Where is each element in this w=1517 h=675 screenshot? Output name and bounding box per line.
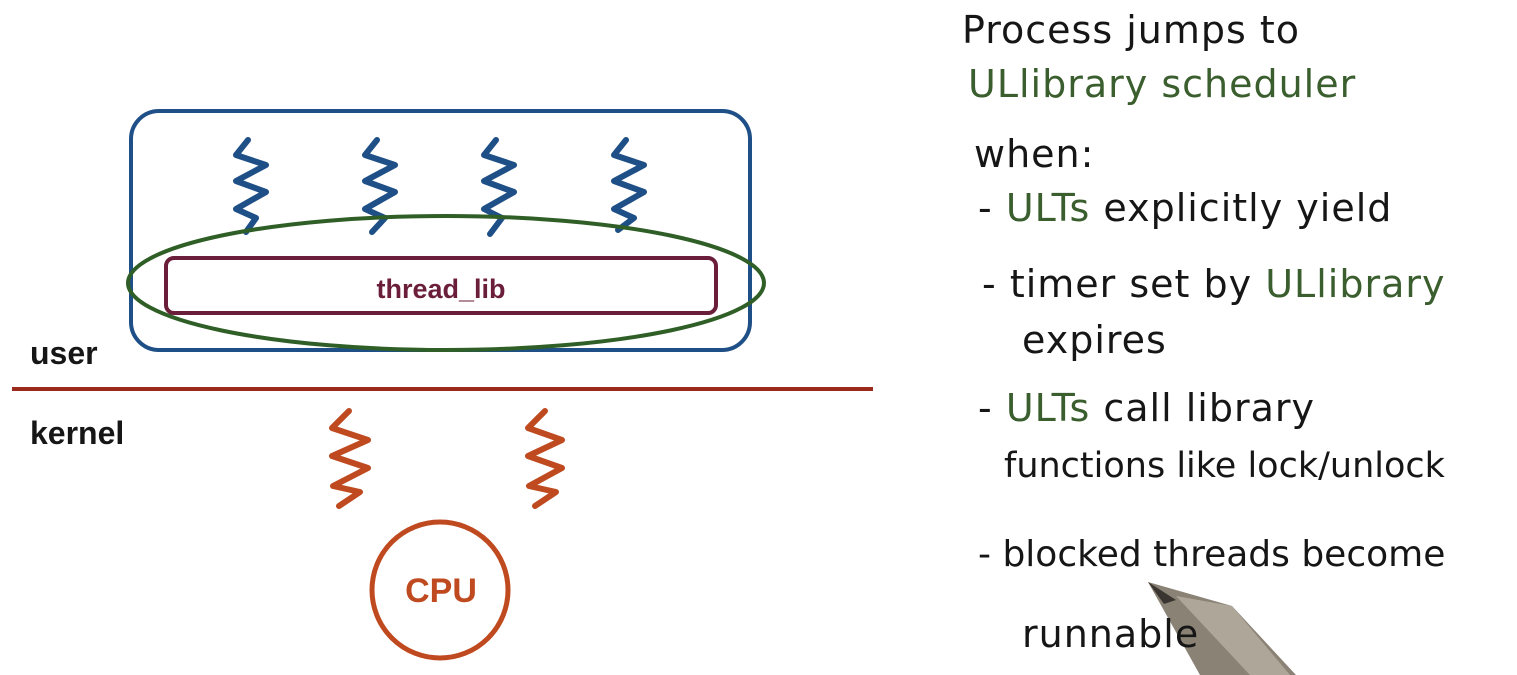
notes-item-4-pre: blocked threads become (1002, 534, 1446, 575)
kernel-thread-2 (525, 408, 565, 509)
cpu-label: CPU (405, 572, 477, 610)
notes-item-1: - ULTs explicitly yield (978, 186, 1392, 230)
notes-item-3-rest: call library (1090, 386, 1316, 430)
notes-item-2-green: ULlibrary (1265, 262, 1446, 306)
notes-item-3-green: ULTs (1005, 386, 1091, 430)
user-thread-3 (481, 137, 517, 237)
handwritten-notes: Process jumps to ULlibrary scheduler whe… (960, 0, 1517, 675)
cpu-circle (369, 519, 511, 661)
bullet-dash: - (982, 262, 997, 306)
bullet-dash: - (978, 186, 993, 230)
thread-lib-box (164, 256, 718, 315)
notes-item-4-cont: runnable (1022, 612, 1200, 656)
notes-item-3: - ULTs call library (978, 386, 1315, 430)
user-threads (233, 137, 647, 237)
notes-item-1-rest: explicitly yield (1090, 186, 1393, 230)
thread-lib-label: thread_lib (376, 274, 505, 304)
user-thread-4 (611, 137, 647, 233)
bullet-dash: - (978, 534, 991, 575)
kernel-label: kernel (30, 415, 124, 451)
scheduler-ellipse (126, 214, 766, 352)
notes-item-2-pre: timer set by (1009, 262, 1266, 306)
user-thread-1 (233, 137, 269, 235)
notes-item-2-cont: expires (1022, 318, 1167, 362)
notes-item-3-cont: functions like lock/unlock (1004, 446, 1445, 486)
notes-heading-3: when: (974, 132, 1095, 176)
bullet-dash: - (978, 386, 993, 430)
pen-tip (1148, 582, 1296, 675)
notes-item-2: - timer set by ULlibrary (982, 262, 1445, 306)
notes-heading-2: ULlibrary scheduler (968, 62, 1357, 106)
kernel-thread-1 (329, 408, 371, 509)
kernel-threads (329, 408, 565, 509)
notes-item-4: - blocked threads become (978, 534, 1445, 575)
notes-heading-1: Process jumps to (962, 8, 1301, 52)
user-label: user (30, 335, 98, 371)
notes-item-1-green: ULTs (1005, 186, 1091, 230)
